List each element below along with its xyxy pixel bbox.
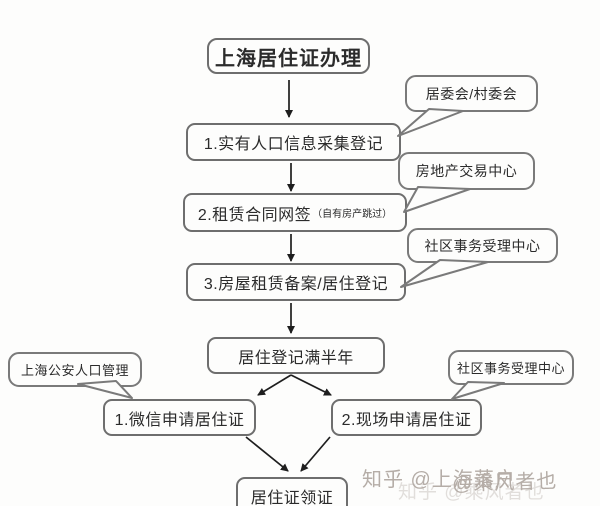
node-wechat-apply: 1.微信申请居住证 [103, 399, 256, 436]
tail-neighborhood-committee [397, 108, 464, 137]
node-step2-lease-contract: 2.租赁合同网签（自有房产跳过） [183, 193, 407, 232]
node-step1-population-registration: 1.实有人口信息采集登记 [186, 123, 401, 161]
node-step2-note-text: （自有房产跳过） [312, 209, 393, 220]
arrow-onsite-to-collect [300, 436, 331, 472]
callout-community-center-2: 社区事务受理中心 [448, 350, 574, 385]
node-onsite-apply: 2.现场申请居住证 [331, 399, 482, 436]
callout-real-estate-center: 房地产交易中心 [398, 152, 535, 190]
node-half-year: 居住登记满半年 [207, 337, 385, 374]
watermark-secondary: @乘风者也 [451, 470, 558, 496]
tail-real-estate-center [403, 186, 471, 213]
arrow-half-to-wechat [257, 374, 292, 396]
watermark-ghost: 知乎 @乘风者也 [398, 482, 545, 503]
node-step2-main-text: 2.租赁合同网签 [197, 206, 312, 224]
callout-community-center-1: 社区事务受理中心 [407, 228, 558, 263]
arrow-half-to-onsite [290, 374, 332, 396]
node-step3-residence-registration: 3.房屋租赁备案/居住登记 [186, 263, 406, 301]
callout-neighborhood-committee: 居委会/村委会 [405, 75, 538, 112]
watermark-primary: 知乎 @上海落户 [362, 469, 516, 491]
callout-police-population: 上海公安人口管理 [8, 352, 142, 387]
node-collect-permit: 居住证领证 [236, 477, 348, 506]
tail-community-center-1 [400, 259, 489, 288]
node-title: 上海居住证办理 [207, 38, 370, 74]
arrow-wechat-to-collect [245, 436, 289, 472]
